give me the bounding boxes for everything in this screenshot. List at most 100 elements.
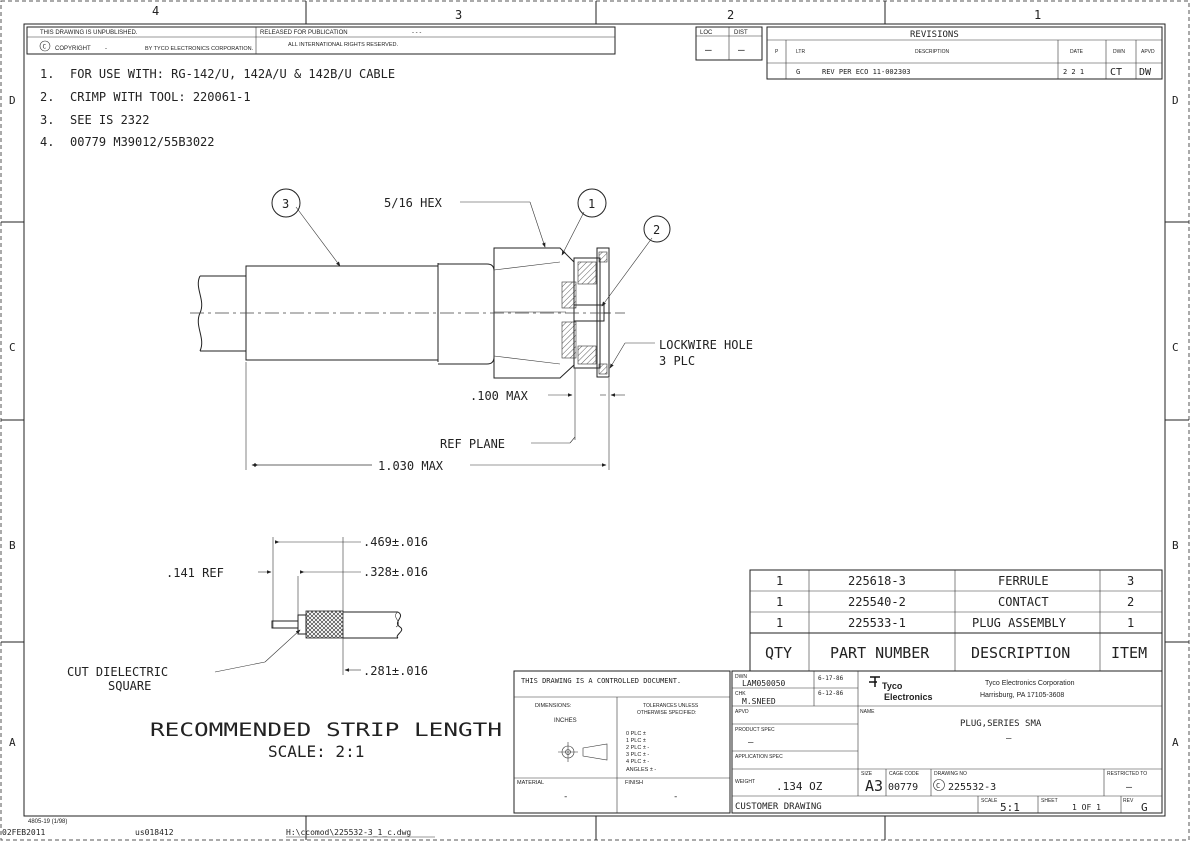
part-name-2: — <box>1006 734 1012 744</box>
rev-apvd: DW <box>1139 67 1152 78</box>
max100-callout: .100 MAX <box>470 389 529 403</box>
bom-row-1-desc: FERRULE <box>998 574 1049 588</box>
company-name: Tyco Electronics Corporation <box>985 680 1075 687</box>
connector-side-view <box>190 188 671 470</box>
zone-col-2: 2 <box>727 8 734 22</box>
zone-row-a-left: A <box>9 736 16 749</box>
dimensions-label: DIMENSIONS: <box>535 703 572 709</box>
balloon-2 <box>643 215 671 243</box>
note-3-num: 3. <box>40 113 54 127</box>
scale-label: SCALE <box>981 798 998 804</box>
finish-label: FINISH <box>625 780 643 786</box>
zone-row-b-left: B <box>9 539 16 552</box>
footer: 4805-19 (1/98) 02FEB2011 us018412 H:\cco… <box>2 819 435 838</box>
product-spec-label: PRODUCT SPEC <box>735 727 775 733</box>
inches-text: INCHES <box>554 718 577 724</box>
dwn-date: 6-17-86 <box>818 675 844 682</box>
copyright-text: COPYRIGHT <box>55 46 91 52</box>
copyright-by: BY TYCO ELECTRONICS CORPORATION. <box>145 46 254 52</box>
bom-row-2-item: 2 <box>1127 595 1134 609</box>
rev-dwn: CT <box>1110 67 1122 78</box>
footer-form: 4805-19 (1/98) <box>28 819 67 825</box>
cage-value: 00779 <box>888 782 918 793</box>
zone-column-labels: 4 3 2 1 <box>152 4 1041 22</box>
note-4-num: 4. <box>40 135 54 149</box>
balloon-1 <box>577 188 607 218</box>
dist-label: DIST <box>734 30 748 36</box>
drawing-no-value: 225532-3 <box>948 782 996 793</box>
weight-value: .134 OZ <box>776 780 823 793</box>
zone-col-3: 3 <box>455 8 462 22</box>
rev-col-apvd: APVD <box>1141 49 1155 55</box>
customer-drawing-text: CUSTOMER DRAWING <box>735 802 822 812</box>
note-1-text: FOR USE WITH: RG-142/U, 142A/U & 142B/U … <box>70 67 395 81</box>
bom-row-2-desc: CONTACT <box>998 595 1049 609</box>
rev-value: G <box>1141 801 1148 814</box>
company-address: Harrisburg, PA 17105-3608 <box>980 692 1064 699</box>
ref-plane-callout: REF PLANE <box>440 437 505 451</box>
rev-label: REV <box>1123 798 1134 804</box>
copyright-c: C <box>43 44 47 51</box>
material-label: MATERIAL <box>517 780 544 786</box>
connector-callouts: 3 1 2 5/16 HEX LOCKWIRE HOLE 3 PLC .100 … <box>282 196 753 473</box>
note-1-num: 1. <box>40 67 54 81</box>
revisions-title: REVISIONS <box>910 30 959 40</box>
zone-row-c-right: C <box>1172 341 1179 354</box>
tol-row-4: 4 PLC ± - <box>626 759 649 765</box>
bom-header-qty: QTY <box>765 644 792 662</box>
bom-header-desc: DESCRIPTION <box>971 644 1070 662</box>
zone-row-labels: D C B A D C B A <box>9 94 1179 749</box>
zone-col-1: 1 <box>1034 8 1041 22</box>
cage-label: CAGE CODE <box>889 771 920 777</box>
strip-dim-469: .469±.016 <box>363 535 428 549</box>
notes: 1. FOR USE WITH: RG-142/U, 142A/U & 142B… <box>40 67 395 149</box>
lockwire-callout-2: 3 PLC <box>659 354 695 368</box>
bom-row-3-desc: PLUG ASSEMBLY <box>972 616 1067 630</box>
copyright-icon <box>39 40 51 52</box>
name-label: NAME <box>860 709 875 715</box>
strip-dim-328: .328±.016 <box>363 565 428 579</box>
rights-text: ALL INTERNATIONAL RIGHTS RESERVED. <box>288 42 398 48</box>
overall-length-dim: 1.030 MAX <box>378 459 444 473</box>
rev-col-dwn: DWN <box>1113 49 1125 55</box>
tol-row-1: 1 PLC ± <box>626 738 646 744</box>
part-name: PLUG,SERIES SMA <box>960 719 1042 729</box>
bom-text: 1 225618-3 FERRULE 3 1 225540-2 CONTACT … <box>765 574 1147 662</box>
copyright-dash: - <box>105 46 107 52</box>
rev-ltr: G <box>796 68 800 76</box>
finish-value: - <box>673 792 678 802</box>
sheet-value: 1 OF 1 <box>1072 803 1101 812</box>
chk-name: M.SNEED <box>742 697 776 706</box>
top-strip: THIS DRAWING IS UNPUBLISHED. RELEASED FO… <box>26 26 763 61</box>
strip-title: RECOMMENDED STRIP LENGTH <box>150 719 502 741</box>
third-angle-projection-icon <box>558 742 608 762</box>
sheet-label: SHEET <box>1041 798 1058 804</box>
footer-date: 02FEB2011 <box>2 828 46 837</box>
loc-value: — <box>705 43 712 56</box>
bom-row-3-qty: 1 <box>776 616 783 630</box>
footer-path: H:\ccomod\225532-3_1_c.dwg <box>286 828 411 837</box>
note-2-text: CRIMP WITH TOOL: 220061-1 <box>70 90 251 104</box>
note-2-num: 2. <box>40 90 54 104</box>
dist-value: — <box>738 43 745 56</box>
footer-user: us018412 <box>135 828 174 837</box>
bom-row-2-qty: 1 <box>776 595 783 609</box>
rev-col-date: DATE <box>1070 49 1084 55</box>
application-spec-label: APPLICATION SPEC <box>735 754 783 760</box>
bom-header-part: PART NUMBER <box>830 644 930 662</box>
apvd-label: APVD <box>735 709 749 715</box>
tol-row-3: 3 PLC ± - <box>626 752 649 758</box>
rev-col-ltr: LTR <box>796 49 805 55</box>
dwn-label: DWN <box>735 674 747 680</box>
hex-callout: 5/16 HEX <box>384 196 443 210</box>
tolerances-2: OTHERWISE SPECIFIED: <box>637 710 696 716</box>
tyco-electronics-logo: Tyco Electronics <box>869 676 933 702</box>
note-4-text: 00779 M39012/55B3022 <box>70 135 215 149</box>
title-block-right: DWN LAM050050 6-17-86 CHK M.SNEED 6-12-8… <box>731 670 1163 814</box>
tol-row-5: ANGLES ± - <box>626 767 656 773</box>
strip-dielectric <box>297 614 307 635</box>
tol-row-0: 0 PLC ± <box>626 731 646 737</box>
loc-label: LOC <box>700 30 713 36</box>
tolerances-1: TOLERANCES UNLESS <box>643 703 699 709</box>
